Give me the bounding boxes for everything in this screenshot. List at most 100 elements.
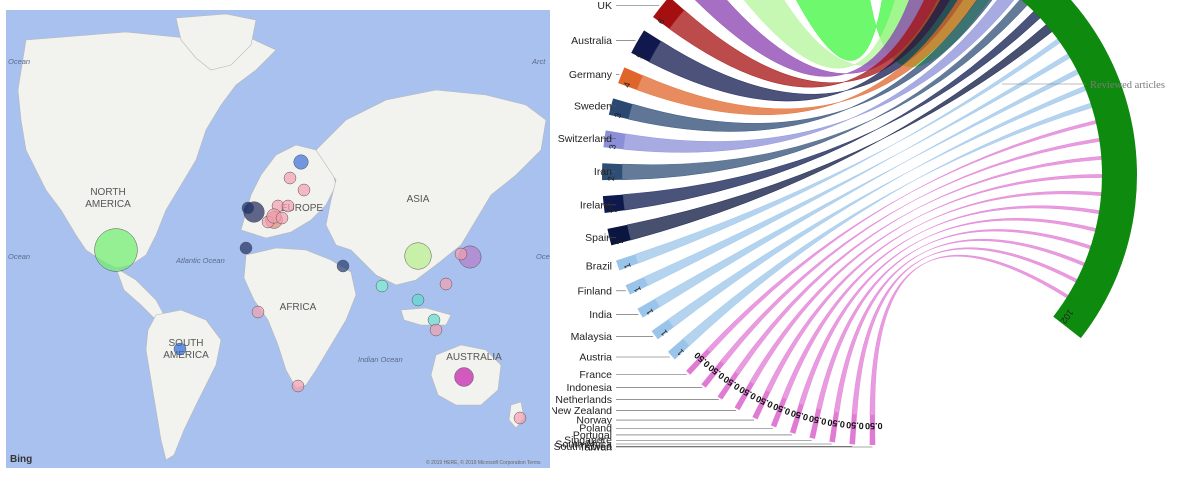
map-bubble-indonesia[interactable]	[411, 293, 425, 307]
chord-tick-iran: 2	[606, 176, 616, 181]
chord-label-portugal: Portugal	[573, 429, 612, 441]
map-bubble-china[interactable]	[404, 242, 432, 270]
chord-ribbons	[621, 0, 1103, 416]
chord-tick-malaysia: 1	[659, 328, 670, 338]
chord-ribbon-sweden	[628, 0, 993, 132]
chord-arc-sweden	[608, 98, 633, 120]
map-bubble-new-zealand[interactable]	[513, 411, 527, 425]
map-bubble-taiwan[interactable]	[439, 277, 453, 291]
chord-diagram-panel: 26USA10China7Japan6UK5Australia4Germany3…	[550, 0, 1182, 487]
map-bubbles	[94, 154, 527, 425]
chord-label-ireland: Ireland	[580, 199, 612, 211]
land-greenland	[175, 13, 257, 71]
chord-ribbon-netherlands	[734, 156, 1102, 375]
chord-arc-south-korea	[849, 414, 857, 445]
chord-label-finland: Finland	[578, 285, 613, 297]
chord-label-new-zealand: New Zealand	[552, 405, 612, 417]
chord-tick-austria: 1	[675, 347, 686, 357]
chord-arc-austria	[667, 338, 690, 360]
chord-arc-portugal	[789, 403, 804, 434]
chord-arc-france	[686, 349, 711, 375]
chord-label-australia: Australia	[571, 35, 612, 47]
chord-ribbon-uk	[668, 0, 950, 88]
chord-tick-finland: 1	[632, 285, 643, 294]
chord-label-india: India	[589, 309, 612, 321]
chord-tick-taiwan: 0.50	[865, 421, 883, 431]
chord-arc-netherlands	[717, 371, 739, 400]
chord-arc-south-africa	[829, 411, 840, 443]
map-land	[17, 13, 547, 461]
chord-arc-finland	[625, 277, 648, 295]
map-bubble-norway[interactable]	[283, 171, 297, 185]
chord-label-poland: Poland	[579, 423, 612, 435]
chord-arc-uk	[653, 0, 685, 29]
map-ocean-label: Indian Ocean	[358, 355, 403, 364]
map-bubble-south-africa[interactable]	[291, 379, 305, 393]
chord-label-reviewed-articles: Reviewed articles	[1090, 80, 1165, 91]
chord-arc-taiwan	[869, 414, 876, 445]
chord-label-south-korea: South Korea	[554, 441, 613, 453]
map-bubble-usa[interactable]	[94, 228, 138, 272]
chord-label-uk: UK	[597, 0, 612, 12]
chord-label-singapore: Singapore	[564, 435, 612, 447]
chord-arc-singapore	[809, 408, 822, 439]
chord-label-netherlands: Netherlands	[555, 394, 612, 406]
chord-label-sweden: Sweden	[574, 100, 612, 112]
chord-tick-brazil: 1	[622, 262, 633, 270]
map-ocean-label: Atlantic Ocean	[175, 256, 225, 265]
map-copyright[interactable]: © 2019 HERE, © 2019 Microsoft Corporatio…	[426, 459, 541, 466]
land-south-america	[145, 309, 222, 461]
chord-arc-germany	[618, 67, 643, 90]
map-bubble-poland[interactable]	[281, 199, 295, 213]
chord-arc-spain	[607, 224, 631, 246]
chord-arc-new-zealand	[734, 381, 755, 411]
chord-tick-australia: 5	[634, 51, 645, 60]
chord-label-brazil: Brazil	[586, 261, 612, 273]
chord-label-malaysia: Malaysia	[571, 331, 613, 343]
chord-ribbon-switzerland	[623, 0, 1015, 153]
land-asia	[315, 89, 547, 286]
map-bubble-australia[interactable]	[454, 367, 474, 387]
map-bubble-ireland[interactable]	[241, 201, 255, 215]
chord-label-norway: Norway	[576, 415, 612, 427]
map-bubble-singapore[interactable]	[429, 323, 443, 337]
chord-label-switzerland: Switzerland	[558, 133, 612, 145]
map-bubble-south-korea[interactable]	[454, 247, 468, 261]
chord-label-south-africa: South Africa	[555, 439, 612, 451]
chord-label-taiwan: Taiwan	[579, 441, 612, 453]
chord-tick-spain: 2	[614, 238, 625, 245]
map-bubble-brazil[interactable]	[173, 342, 187, 356]
chord-arc-norway	[752, 390, 771, 420]
chord-tick-south-africa: 0.50	[827, 417, 846, 429]
bing-logo-text: Bing	[10, 454, 32, 465]
chord-diagram: 26USA10China7Japan6UK5Australia4Germany3…	[550, 0, 1165, 453]
chord-tick-switzerland: 3	[607, 144, 617, 150]
chord-label-austria: Austria	[579, 352, 612, 364]
chord-arcs	[602, 0, 1137, 445]
chord-label-indonesia: Indonesia	[566, 382, 612, 394]
chord-ribbon-australia	[648, 0, 963, 102]
map-bubble-austria[interactable]	[275, 211, 289, 225]
map-region-label-asia: ASIA	[407, 194, 430, 205]
chord-ribbon-taiwan	[869, 254, 1069, 416]
bing-logo: Bing	[10, 454, 32, 465]
map-bubble-spain[interactable]	[239, 241, 253, 255]
map-bubble-sweden[interactable]	[293, 154, 309, 170]
map-ocean-label: Ocean	[8, 252, 30, 261]
map-bubble-finland[interactable]	[297, 183, 311, 197]
chord-tick-uk: 6	[656, 16, 667, 26]
map-bubble-iran[interactable]	[336, 259, 350, 273]
chord-arc-reviewed-articles	[1021, 0, 1137, 339]
land-north-america	[17, 31, 277, 269]
chord-arc-india	[637, 298, 660, 318]
map-bubble-india[interactable]	[375, 279, 389, 293]
chord-tick-germany: 4	[621, 81, 632, 89]
chord-tick-singapore: 0.50	[808, 413, 827, 426]
map-bubble-portugal[interactable]	[251, 305, 265, 319]
chord-arc-australia	[631, 30, 661, 62]
map-ocean-label: Ocean	[8, 57, 30, 66]
chord-arc-brazil	[615, 254, 639, 271]
